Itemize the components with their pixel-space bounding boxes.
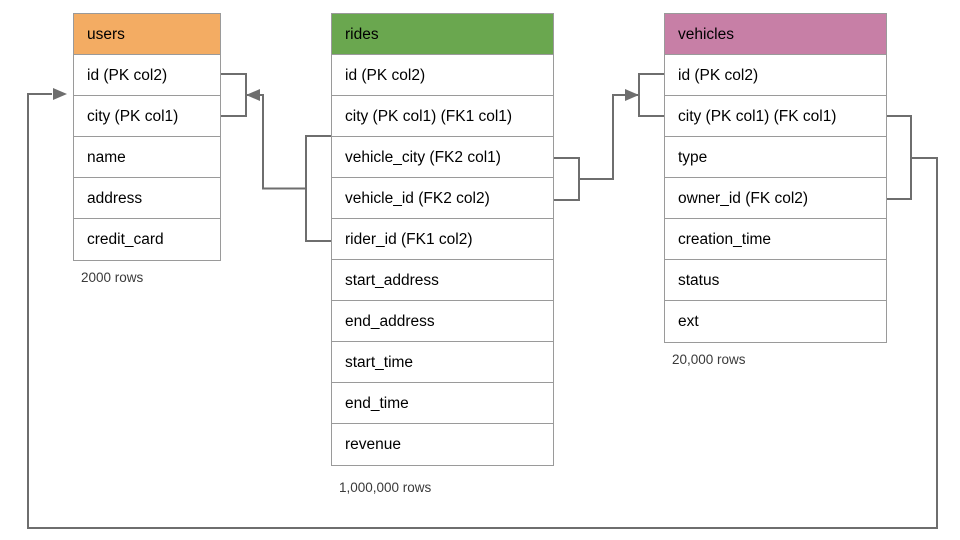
- row-count-vehicles: 20,000 rows: [672, 352, 746, 367]
- column-vehicles-status[interactable]: status: [665, 260, 886, 301]
- arrowhead-fk1: [246, 89, 260, 101]
- table-users-header: users: [74, 14, 220, 55]
- column-users-id[interactable]: id (PK col2): [74, 55, 220, 96]
- column-users-credit-card[interactable]: credit_card: [87, 231, 164, 248]
- column-rides-end-time[interactable]: end_time: [332, 383, 553, 424]
- column-users-address[interactable]: address: [74, 178, 220, 219]
- column-vehicles-owner-id[interactable]: owner_id (FK col2): [665, 178, 886, 219]
- column-users-name[interactable]: name: [74, 137, 220, 178]
- column-rides-revenue[interactable]: revenue: [345, 436, 402, 453]
- column-vehicles-city[interactable]: city (PK col1) (FK col1): [665, 96, 886, 137]
- column-users-city[interactable]: city (PK col1): [74, 96, 220, 137]
- column-rides-rider-id[interactable]: rider_id (FK1 col2): [332, 219, 553, 260]
- edge-fk1-rides-to-users: [221, 73, 331, 242]
- table-rides-header: rides: [332, 14, 553, 55]
- column-rides-vehicle-city[interactable]: vehicle_city (FK2 col1): [332, 137, 553, 178]
- column-vehicles-ext[interactable]: ext: [678, 313, 699, 330]
- table-users[interactable]: users id (PK col2) city (PK col1) name a…: [73, 13, 221, 261]
- row-count-users: 2000 rows: [81, 270, 144, 285]
- table-vehicles[interactable]: vehicles id (PK col2) city (PK col1) (FK…: [664, 13, 887, 343]
- column-vehicles-type[interactable]: type: [665, 137, 886, 178]
- table-rides[interactable]: rides id (PK col2) city (PK col1) (FK1 c…: [331, 13, 554, 466]
- arrowhead-fk-vehicles-users: [53, 88, 67, 100]
- edge-fk2-rides-to-vehicles: [554, 73, 664, 201]
- table-vehicles-header: vehicles: [665, 14, 886, 55]
- row-count-rides: 1,000,000 rows: [339, 480, 432, 495]
- arrowhead-fk2: [625, 89, 639, 101]
- column-rides-id[interactable]: id (PK col2): [332, 55, 553, 96]
- column-rides-end-address[interactable]: end_address: [332, 301, 553, 342]
- column-vehicles-creation-time[interactable]: creation_time: [665, 219, 886, 260]
- column-rides-vehicle-id[interactable]: vehicle_id (FK2 col2): [332, 178, 553, 219]
- column-vehicles-id[interactable]: id (PK col2): [665, 55, 886, 96]
- column-rides-start-time[interactable]: start_time: [332, 342, 553, 383]
- column-rides-city[interactable]: city (PK col1) (FK1 col1): [332, 96, 553, 137]
- column-rides-start-address[interactable]: start_address: [332, 260, 553, 301]
